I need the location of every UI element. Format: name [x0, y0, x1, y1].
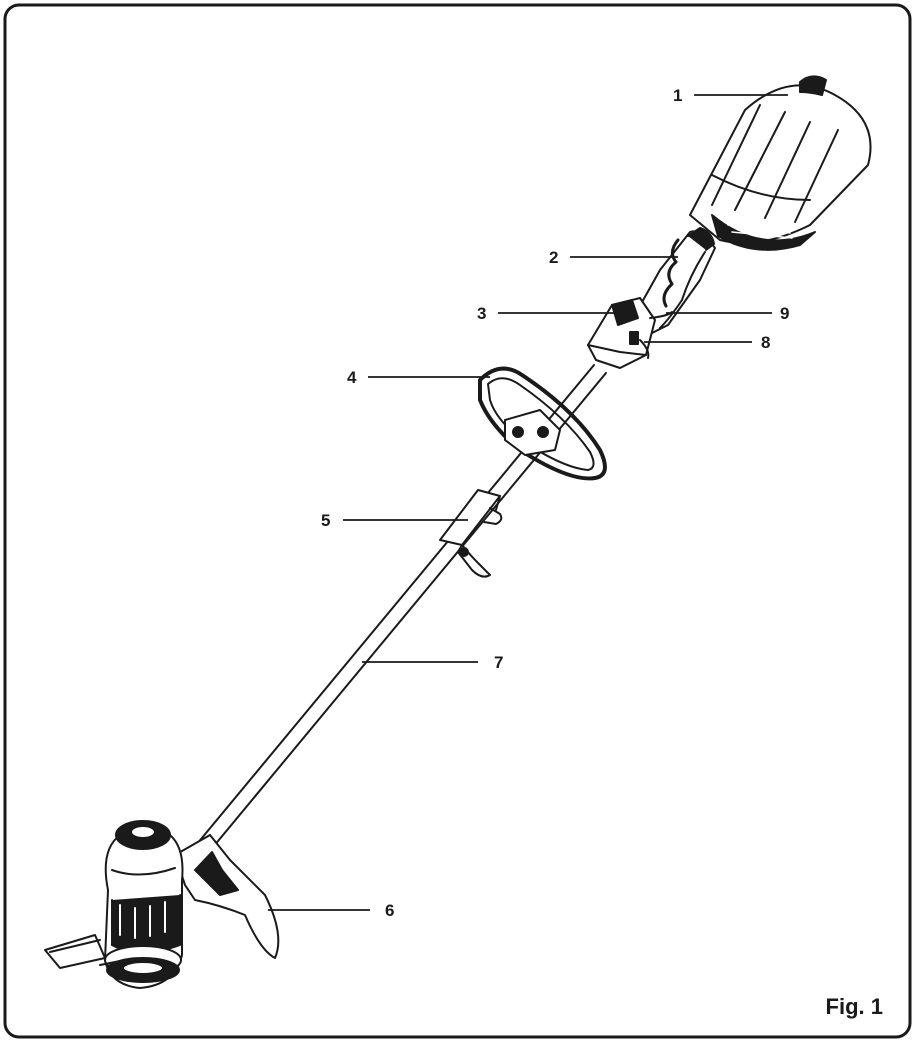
- callout-9: 9: [780, 304, 790, 323]
- callout-6: 6: [385, 901, 395, 920]
- string-trimmer-illustration: [44, 75, 872, 989]
- rear-handle: [631, 227, 716, 336]
- callout-8: 8: [761, 333, 771, 352]
- front-loop-handle: [478, 366, 607, 481]
- figure-caption: Fig. 1: [825, 994, 883, 1019]
- battery-pack: [689, 75, 872, 251]
- callout-5: 5: [321, 511, 331, 530]
- shaft-coupler: [439, 489, 503, 578]
- callout-1: 1: [673, 86, 683, 105]
- callout-4: 4: [347, 368, 357, 387]
- callout-leaders: [268, 94, 788, 911]
- callout-3: 3: [477, 304, 487, 323]
- callout-2: 2: [549, 248, 559, 267]
- callout-7: 7: [494, 653, 504, 672]
- switch-housing: [587, 297, 673, 369]
- trimmer-head: [44, 820, 280, 989]
